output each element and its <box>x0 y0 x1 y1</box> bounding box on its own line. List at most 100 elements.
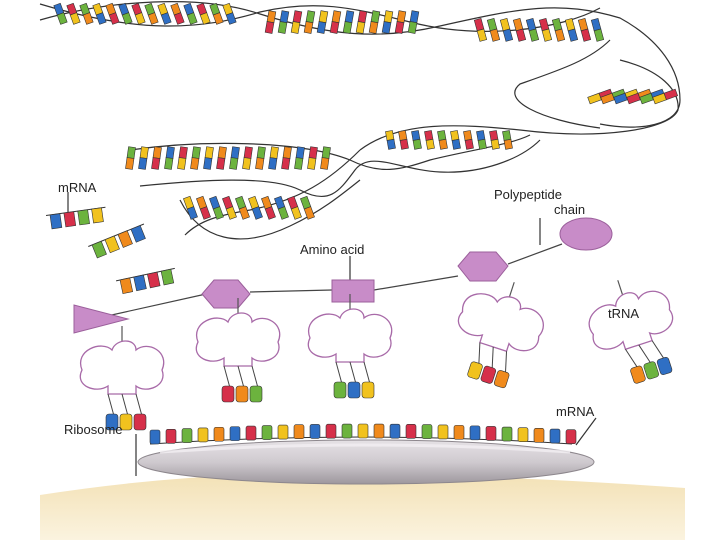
codon-base <box>357 423 369 439</box>
base-pair <box>118 2 133 25</box>
base-pair <box>164 146 175 170</box>
base-pair <box>564 17 579 42</box>
codon-base <box>517 427 529 442</box>
base-pair <box>355 10 368 34</box>
base-pair <box>476 130 487 150</box>
codon-base <box>421 424 433 439</box>
amino-acid-hexagon-right <box>457 251 509 282</box>
base-pair <box>424 130 435 150</box>
polypeptide-chain-line <box>97 243 563 319</box>
base-pair <box>209 195 224 220</box>
base-pair <box>499 17 514 42</box>
base-pair <box>342 10 355 34</box>
base-pair <box>183 2 198 25</box>
base-pair <box>264 10 277 34</box>
mrna-fragment <box>115 267 175 295</box>
base-pair <box>255 146 266 170</box>
base-pair <box>248 195 263 220</box>
mrna-fragment <box>45 206 106 230</box>
base-pair <box>274 195 289 220</box>
base-pair <box>463 130 474 150</box>
base-pair <box>229 146 240 170</box>
base-pair <box>437 130 448 150</box>
base-pair <box>394 10 407 34</box>
base-pair <box>268 146 279 170</box>
bound-mrna-codons <box>149 423 577 445</box>
codon-base <box>437 424 449 440</box>
codon-base <box>181 428 193 443</box>
chain-label: chain <box>554 202 585 217</box>
trna <box>195 298 281 403</box>
amino-acid-hexagon-left <box>201 279 251 309</box>
base-pair <box>235 195 250 220</box>
ribosome <box>137 439 595 485</box>
base-pair <box>242 146 253 170</box>
base-pair <box>294 146 305 170</box>
base-pair <box>502 130 513 150</box>
codon-base <box>469 425 481 441</box>
base-pair <box>450 130 461 150</box>
base-pair <box>300 195 315 220</box>
base-pair <box>411 130 422 150</box>
base-pair <box>320 146 331 170</box>
base-pair <box>538 17 553 42</box>
base-pair <box>125 146 136 170</box>
base-pair <box>170 2 185 25</box>
base-pair <box>329 10 342 34</box>
codon-base <box>453 425 465 440</box>
base-pair <box>303 10 316 34</box>
base-pair <box>577 17 592 42</box>
mrna-fragments <box>45 206 175 295</box>
base-pair <box>398 130 409 150</box>
codon-base <box>405 424 417 439</box>
base-pair <box>92 2 107 25</box>
base-pair <box>281 146 292 170</box>
amino-acids <box>73 217 613 334</box>
base-pair <box>131 2 146 25</box>
base-pair <box>203 146 214 170</box>
base-pair <box>290 10 303 34</box>
base-pair <box>590 17 605 42</box>
base-pair <box>381 10 394 34</box>
base-pair <box>222 195 237 220</box>
base-pair <box>368 10 381 34</box>
polypeptide-label: Polypeptide <box>494 187 562 202</box>
codon-base <box>293 424 305 440</box>
codon-base <box>149 429 161 445</box>
trna-label: tRNA <box>608 306 639 321</box>
base-pair <box>209 2 224 25</box>
leader-lines <box>67 192 597 476</box>
base-pair <box>316 10 329 34</box>
trna-molecules <box>79 280 674 431</box>
codon-base <box>533 428 545 443</box>
amino-acid-circle <box>559 217 613 251</box>
base-pair <box>190 146 201 170</box>
amino-acid-square <box>331 279 375 303</box>
base-pair <box>216 146 227 170</box>
codon-base <box>245 425 257 441</box>
codon-base <box>389 423 401 439</box>
base-pair <box>277 10 290 34</box>
cell-floor <box>40 473 685 540</box>
trna <box>307 294 393 399</box>
base-pair <box>177 146 188 170</box>
base-pair <box>66 2 81 25</box>
mrna-top-label: mRNA <box>58 180 97 195</box>
mrna-bottom-label: mRNA <box>556 404 595 419</box>
base-pair <box>512 17 527 42</box>
codon-base <box>549 428 561 444</box>
base-pair <box>183 195 198 220</box>
trna <box>457 282 544 389</box>
base-pair <box>287 195 302 220</box>
base-pair <box>652 88 679 105</box>
base-pair <box>151 146 162 170</box>
codon-base <box>277 424 289 440</box>
base-pair <box>222 2 237 25</box>
base-pair <box>105 2 120 25</box>
base-pair <box>551 17 566 42</box>
base-pair <box>489 130 500 150</box>
amino-acid-triangle <box>73 304 130 334</box>
ribosome-highlight <box>159 443 571 454</box>
base-pair <box>473 17 488 42</box>
trna <box>588 280 674 384</box>
